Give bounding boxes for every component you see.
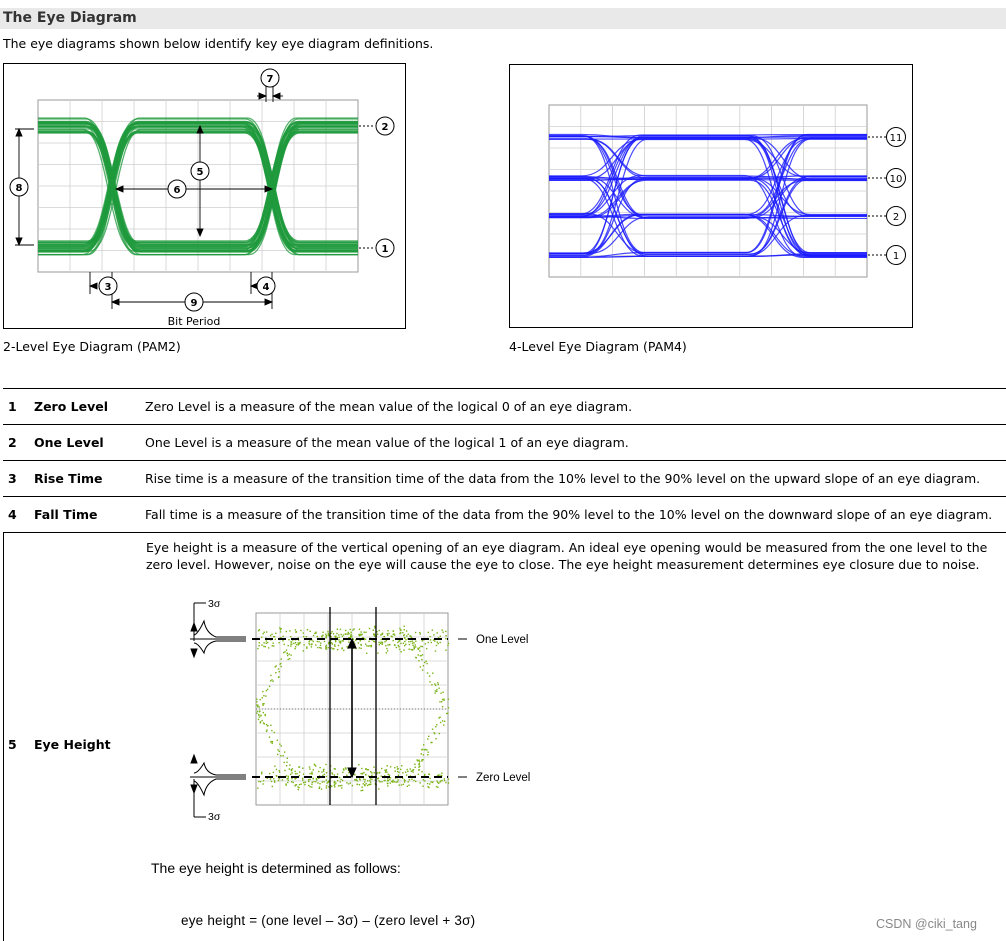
row-number: 3 [3,460,34,497]
callout-2b: 2 [886,206,906,226]
row-description: Zero Level is a measure of the mean valu… [145,388,1006,425]
pam4-leaders [868,136,886,256]
intro-text: The eye diagrams shown below identify ke… [3,36,434,51]
svg-text:4: 4 [263,282,270,293]
callout-5: 5 [190,161,210,181]
table-left-border [3,532,4,941]
eye-height-figure: 3σ 3σ One Level Zero Level [190,598,530,823]
row-number: 2 [3,424,34,461]
row-description: Fall time is a measure of the transition… [145,496,1006,533]
one-level-label: One Level [476,634,528,646]
eye-height-formula: eye height = (one level – 3σ) – (zero le… [181,913,476,928]
section-heading-bar: The Eye Diagram [0,8,1006,29]
eye-height-determined-text: The eye height is determined as follows: [151,860,401,876]
svg-text:3: 3 [105,282,112,293]
svg-text:10: 10 [890,174,903,185]
svg-text:6: 6 [174,185,181,196]
row-term: Zero Level [34,388,145,425]
pam4-caption: 4-Level Eye Diagram (PAM4) [509,339,687,354]
row-description: Rise time is a measure of the transition… [145,460,1006,497]
callout-1b: 1 [886,245,906,265]
callout-7: 7 [260,68,280,88]
zero-level-label: Zero Level [476,772,530,784]
svg-text:1: 1 [893,251,899,262]
svg-text:1: 1 [382,244,389,255]
svg-text:9: 9 [191,298,198,309]
row-number: 4 [3,496,34,533]
definitions-table: 1 Zero Level Zero Level is a measure of … [3,388,1006,534]
callout-4: 4 [256,276,276,296]
callout-8: 8 [9,177,29,197]
pam2-eye-svg: 2 1 7 8 5 6 3 4 9 Bit Period [9,68,395,328]
pam4-callouts: 11 10 2 1 [886,127,906,265]
pam2-traces [38,117,358,256]
pam2-annotations [15,86,374,309]
bit-period-label: Bit Period [168,315,221,328]
svg-text:2: 2 [382,122,389,133]
pam4-traces [549,133,867,258]
svg-text:2: 2 [893,212,899,223]
row-term: Rise Time [34,460,145,497]
sigma-label-top: 3σ [208,598,221,610]
pam4-eye-svg: 11 10 2 1 [548,104,906,278]
eye-height-description: Eye height is a measure of the vertical … [146,540,988,572]
callout-11: 11 [886,127,906,147]
table-row: 2 One Level One Level is a measure of th… [3,424,1006,461]
table-row: 4 Fall Time Fall time is a measure of th… [3,496,1006,533]
svg-text:11: 11 [890,133,903,144]
pam2-eye-diagram: 2 1 7 8 5 6 3 4 9 Bit Period [3,63,406,329]
svg-text:7: 7 [267,74,274,85]
table-row: 1 Zero Level Zero Level is a measure of … [3,388,1006,425]
section-title: The Eye Diagram [3,10,137,26]
table-row: 3 Rise Time Rise time is a measure of th… [3,460,1006,497]
callout-1: 1 [375,238,395,258]
row-term: Fall Time [34,496,145,533]
row-term: One Level [34,424,145,461]
row-description: One Level is a measure of the mean value… [145,424,1006,461]
pam2-callouts: 2 1 7 8 5 6 3 4 9 [9,68,395,312]
eye-height-markup [190,602,467,818]
callout-3: 3 [98,276,118,296]
eye-height-noise-dots [256,625,450,792]
svg-text:8: 8 [16,183,23,194]
row-number: 1 [3,388,34,425]
sigma-label-bottom: 3σ [208,811,221,823]
callout-6: 6 [167,179,187,199]
svg-text:5: 5 [197,167,204,178]
watermark: CSDN @ciki_tang [876,917,977,931]
pam2-caption: 2-Level Eye Diagram (PAM2) [3,339,181,354]
pam4-eye-diagram: 11 10 2 1 [509,64,913,328]
eye-height-number: 5 [8,737,17,752]
callout-9: 9 [184,292,204,312]
eye-height-term: Eye Height [34,737,111,752]
callout-10: 10 [886,168,906,188]
callout-2: 2 [375,116,395,136]
